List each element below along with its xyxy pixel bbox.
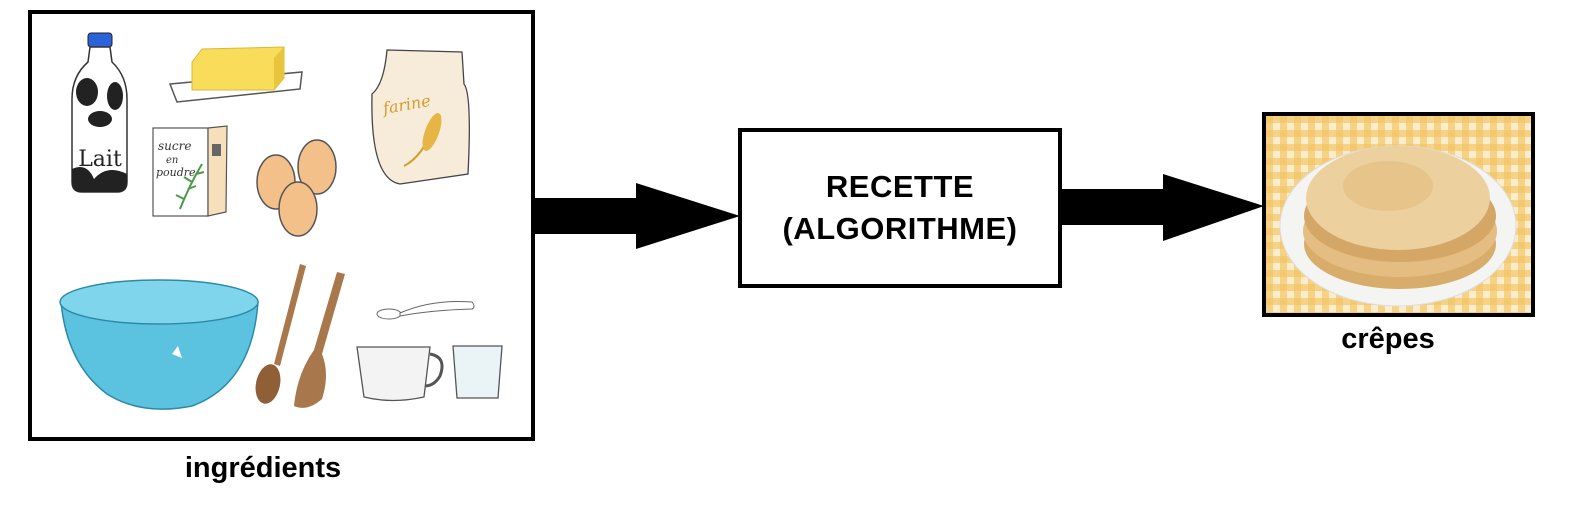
milk-bottle-icon: Lait — [71, 32, 128, 193]
crepes-label: crêpes — [1341, 323, 1435, 355]
wooden-spatula-icon — [294, 272, 345, 408]
recipe-subtitle: (ALGORITHME) — [782, 211, 1018, 246]
recipe-title: RECETTE — [825, 169, 975, 204]
crepe-stack-icon — [1303, 146, 1497, 289]
ingredients-box: Lait sucre en poudre farine — [28, 10, 535, 441]
sugar-label-2: en — [166, 155, 178, 166]
ingredients-illustration: Lait sucre en poudre farine — [59, 32, 503, 410]
arrow-recipe-to-crepes — [1062, 174, 1264, 241]
eggs-icon — [256, 139, 337, 237]
bowl-icon — [59, 279, 259, 410]
crepes-box — [1262, 112, 1535, 317]
butter-icon — [168, 46, 303, 103]
crepes-photo — [1266, 116, 1531, 313]
ingredients-label: ingrédients — [184, 452, 342, 484]
glass-icon — [452, 345, 503, 399]
teaspoon-icon — [376, 301, 475, 320]
sugar-label-1: sucre — [158, 139, 191, 153]
wooden-spoon-icon — [255, 264, 306, 404]
sugar-box-icon: sucre en poudre — [152, 125, 228, 217]
recipe-box: RECETTE (ALGORITHME) — [738, 128, 1062, 288]
arrow-ingredients-to-recipe — [535, 183, 740, 249]
flour-bag-icon: farine — [371, 49, 470, 185]
sugar-label-3: poudre — [156, 166, 196, 179]
cup-icon — [356, 346, 444, 402]
milk-label: Lait — [78, 147, 122, 172]
